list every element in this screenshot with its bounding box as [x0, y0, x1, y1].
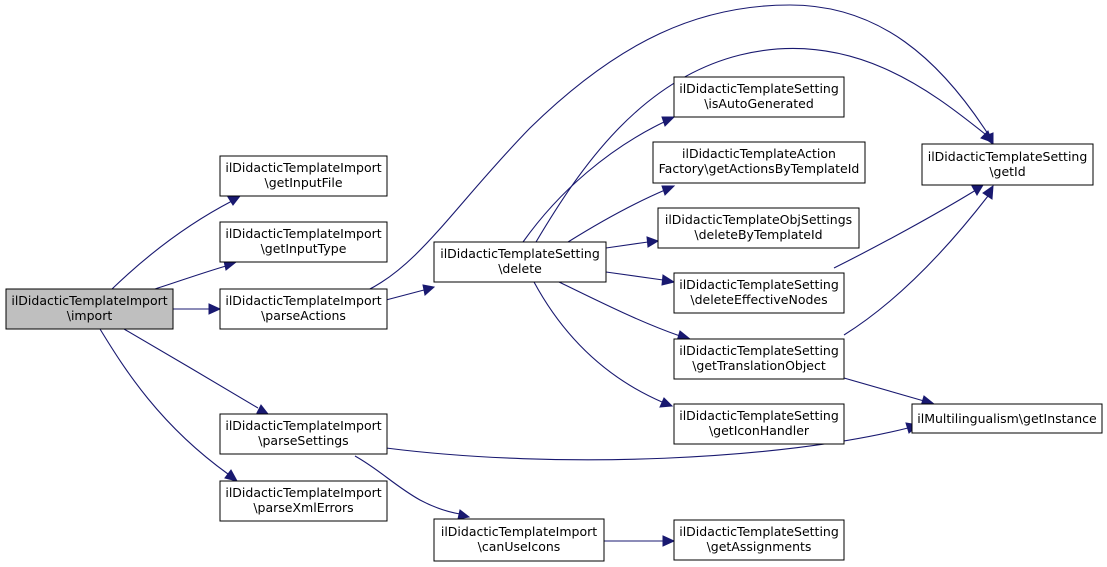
node-getinputtype[interactable]: ilDidacticTemplateImport \getInputType: [219, 221, 388, 263]
edge-import-to-parsexmlerrors: [99, 328, 238, 482]
edge-delete-to-isautogenerated: [522, 116, 676, 243]
node-delete-line2: \delete: [498, 261, 542, 276]
node-deleteeffectivenodes-line1: ilDidacticTemplateSetting: [679, 277, 839, 292]
node-getactionsbytemplateid-line2: Factory\getActionsByTemplateId: [659, 161, 860, 176]
node-deletebytemplateid[interactable]: ilDidacticTemplateObjSettings \deleteByT…: [657, 207, 860, 249]
node-getid[interactable]: ilDidacticTemplateSetting \getId: [921, 143, 1094, 186]
node-canuseicons-line1: ilDidacticTemplateImport: [441, 524, 597, 539]
edge-gettranslationobject-to-getid: [843, 184, 994, 336]
edge-import-to-parsesettings: [123, 328, 270, 415]
edge-parsesettings-to-canuseicons: [354, 455, 471, 520]
edge-delete-to-deletebytemplateid: [605, 236, 660, 249]
node-getinputfile-line1: ilDidacticTemplateImport: [225, 160, 381, 175]
node-parseactions[interactable]: ilDidacticTemplateImport \parseActions: [219, 288, 388, 330]
node-geticonhandler-line2: \getIconHandler: [709, 423, 810, 438]
node-parsexmlerrors-line1: ilDidacticTemplateImport: [225, 485, 381, 500]
edge-gettranslationobject-to-getinstance: [843, 377, 936, 407]
node-isautogenerated[interactable]: ilDidacticTemplateSetting \isAutoGenerat…: [673, 76, 845, 118]
node-getinstance[interactable]: ilMultilingualism\getInstance: [911, 403, 1103, 434]
node-getid-line2: \getId: [989, 164, 1025, 179]
node-isautogenerated-line2: \isAutoGenerated: [704, 96, 814, 111]
node-geticonhandler[interactable]: ilDidacticTemplateSetting \getIconHandle…: [673, 403, 845, 445]
node-getid-line1: ilDidacticTemplateSetting: [928, 149, 1088, 164]
node-getassignments[interactable]: ilDidacticTemplateSetting \getAssignment…: [673, 519, 845, 561]
edge-delete-to-deleteeffectivenodes: [605, 271, 676, 286]
edge-delete-to-getactionsbytemplateid: [567, 185, 676, 243]
node-deleteeffectivenodes-line2: \deleteEffectiveNodes: [690, 292, 827, 307]
node-import-line2: \import: [67, 308, 113, 323]
node-canuseicons[interactable]: ilDidacticTemplateImport \canUseIcons: [433, 518, 605, 562]
node-isautogenerated-line1: ilDidacticTemplateSetting: [679, 81, 839, 96]
node-parsesettings-line1: ilDidacticTemplateImport: [225, 418, 381, 433]
node-getactionsbytemplateid-line1: ilDidacticTemplateAction: [682, 146, 836, 161]
node-deletebytemplateid-line1: ilDidacticTemplateObjSettings: [665, 212, 852, 227]
edge-parseactions-to-delete: [385, 284, 436, 301]
node-import-line1: ilDidacticTemplateImport: [11, 293, 167, 308]
node-delete-line1: ilDidacticTemplateSetting: [440, 246, 600, 261]
node-import[interactable]: ilDidacticTemplateImport \import: [5, 288, 174, 330]
node-parseactions-line1: ilDidacticTemplateImport: [225, 293, 381, 308]
node-geticonhandler-line1: ilDidacticTemplateSetting: [679, 408, 839, 423]
node-getassignments-line2: \getAssignments: [707, 539, 812, 554]
node-canuseicons-line2: \canUseIcons: [478, 539, 561, 554]
node-parsexmlerrors-line2: \parseXmlErrors: [253, 500, 353, 515]
node-gettranslationobject[interactable]: ilDidacticTemplateSetting \getTranslatio…: [673, 338, 845, 380]
node-gettranslationobject-line1: ilDidacticTemplateSetting: [679, 343, 839, 358]
node-deleteeffectivenodes[interactable]: ilDidacticTemplateSetting \deleteEffecti…: [673, 272, 845, 314]
node-parsexmlerrors[interactable]: ilDidacticTemplateImport \parseXmlErrors: [219, 480, 388, 522]
node-getinputtype-line1: ilDidacticTemplateImport: [225, 226, 381, 241]
node-getinputfile[interactable]: ilDidacticTemplateImport \getInputFile: [219, 155, 388, 197]
node-getinstance-line1: ilMultilingualism\getInstance: [917, 411, 1097, 426]
node-getactionsbytemplateid[interactable]: ilDidacticTemplateAction Factory\getActi…: [652, 141, 866, 184]
edge-delete-to-getid: [535, 47, 993, 243]
edge-import-to-getinputtype: [154, 260, 238, 290]
node-parsesettings[interactable]: ilDidacticTemplateImport \parseSettings: [219, 413, 388, 455]
node-gettranslationobject-line2: \getTranslationObject: [692, 358, 826, 373]
node-parseactions-line2: \parseActions: [261, 308, 346, 323]
node-getinputtype-line2: \getInputType: [261, 241, 347, 256]
edge-import-to-parseactions: [173, 303, 222, 315]
node-getinputfile-line2: \getInputFile: [264, 175, 342, 190]
node-getassignments-line1: ilDidacticTemplateSetting: [679, 524, 839, 539]
edge-canuseicons-to-getassignments: [604, 535, 676, 547]
edge-delete-to-geticonhandler: [533, 281, 674, 408]
node-parsesettings-line2: \parseSettings: [258, 433, 348, 448]
edge-delete-to-gettranslationobject: [556, 280, 692, 342]
node-deletebytemplateid-line2: \deleteByTemplateId: [694, 227, 822, 242]
node-delete[interactable]: ilDidacticTemplateSetting \delete: [433, 241, 607, 283]
